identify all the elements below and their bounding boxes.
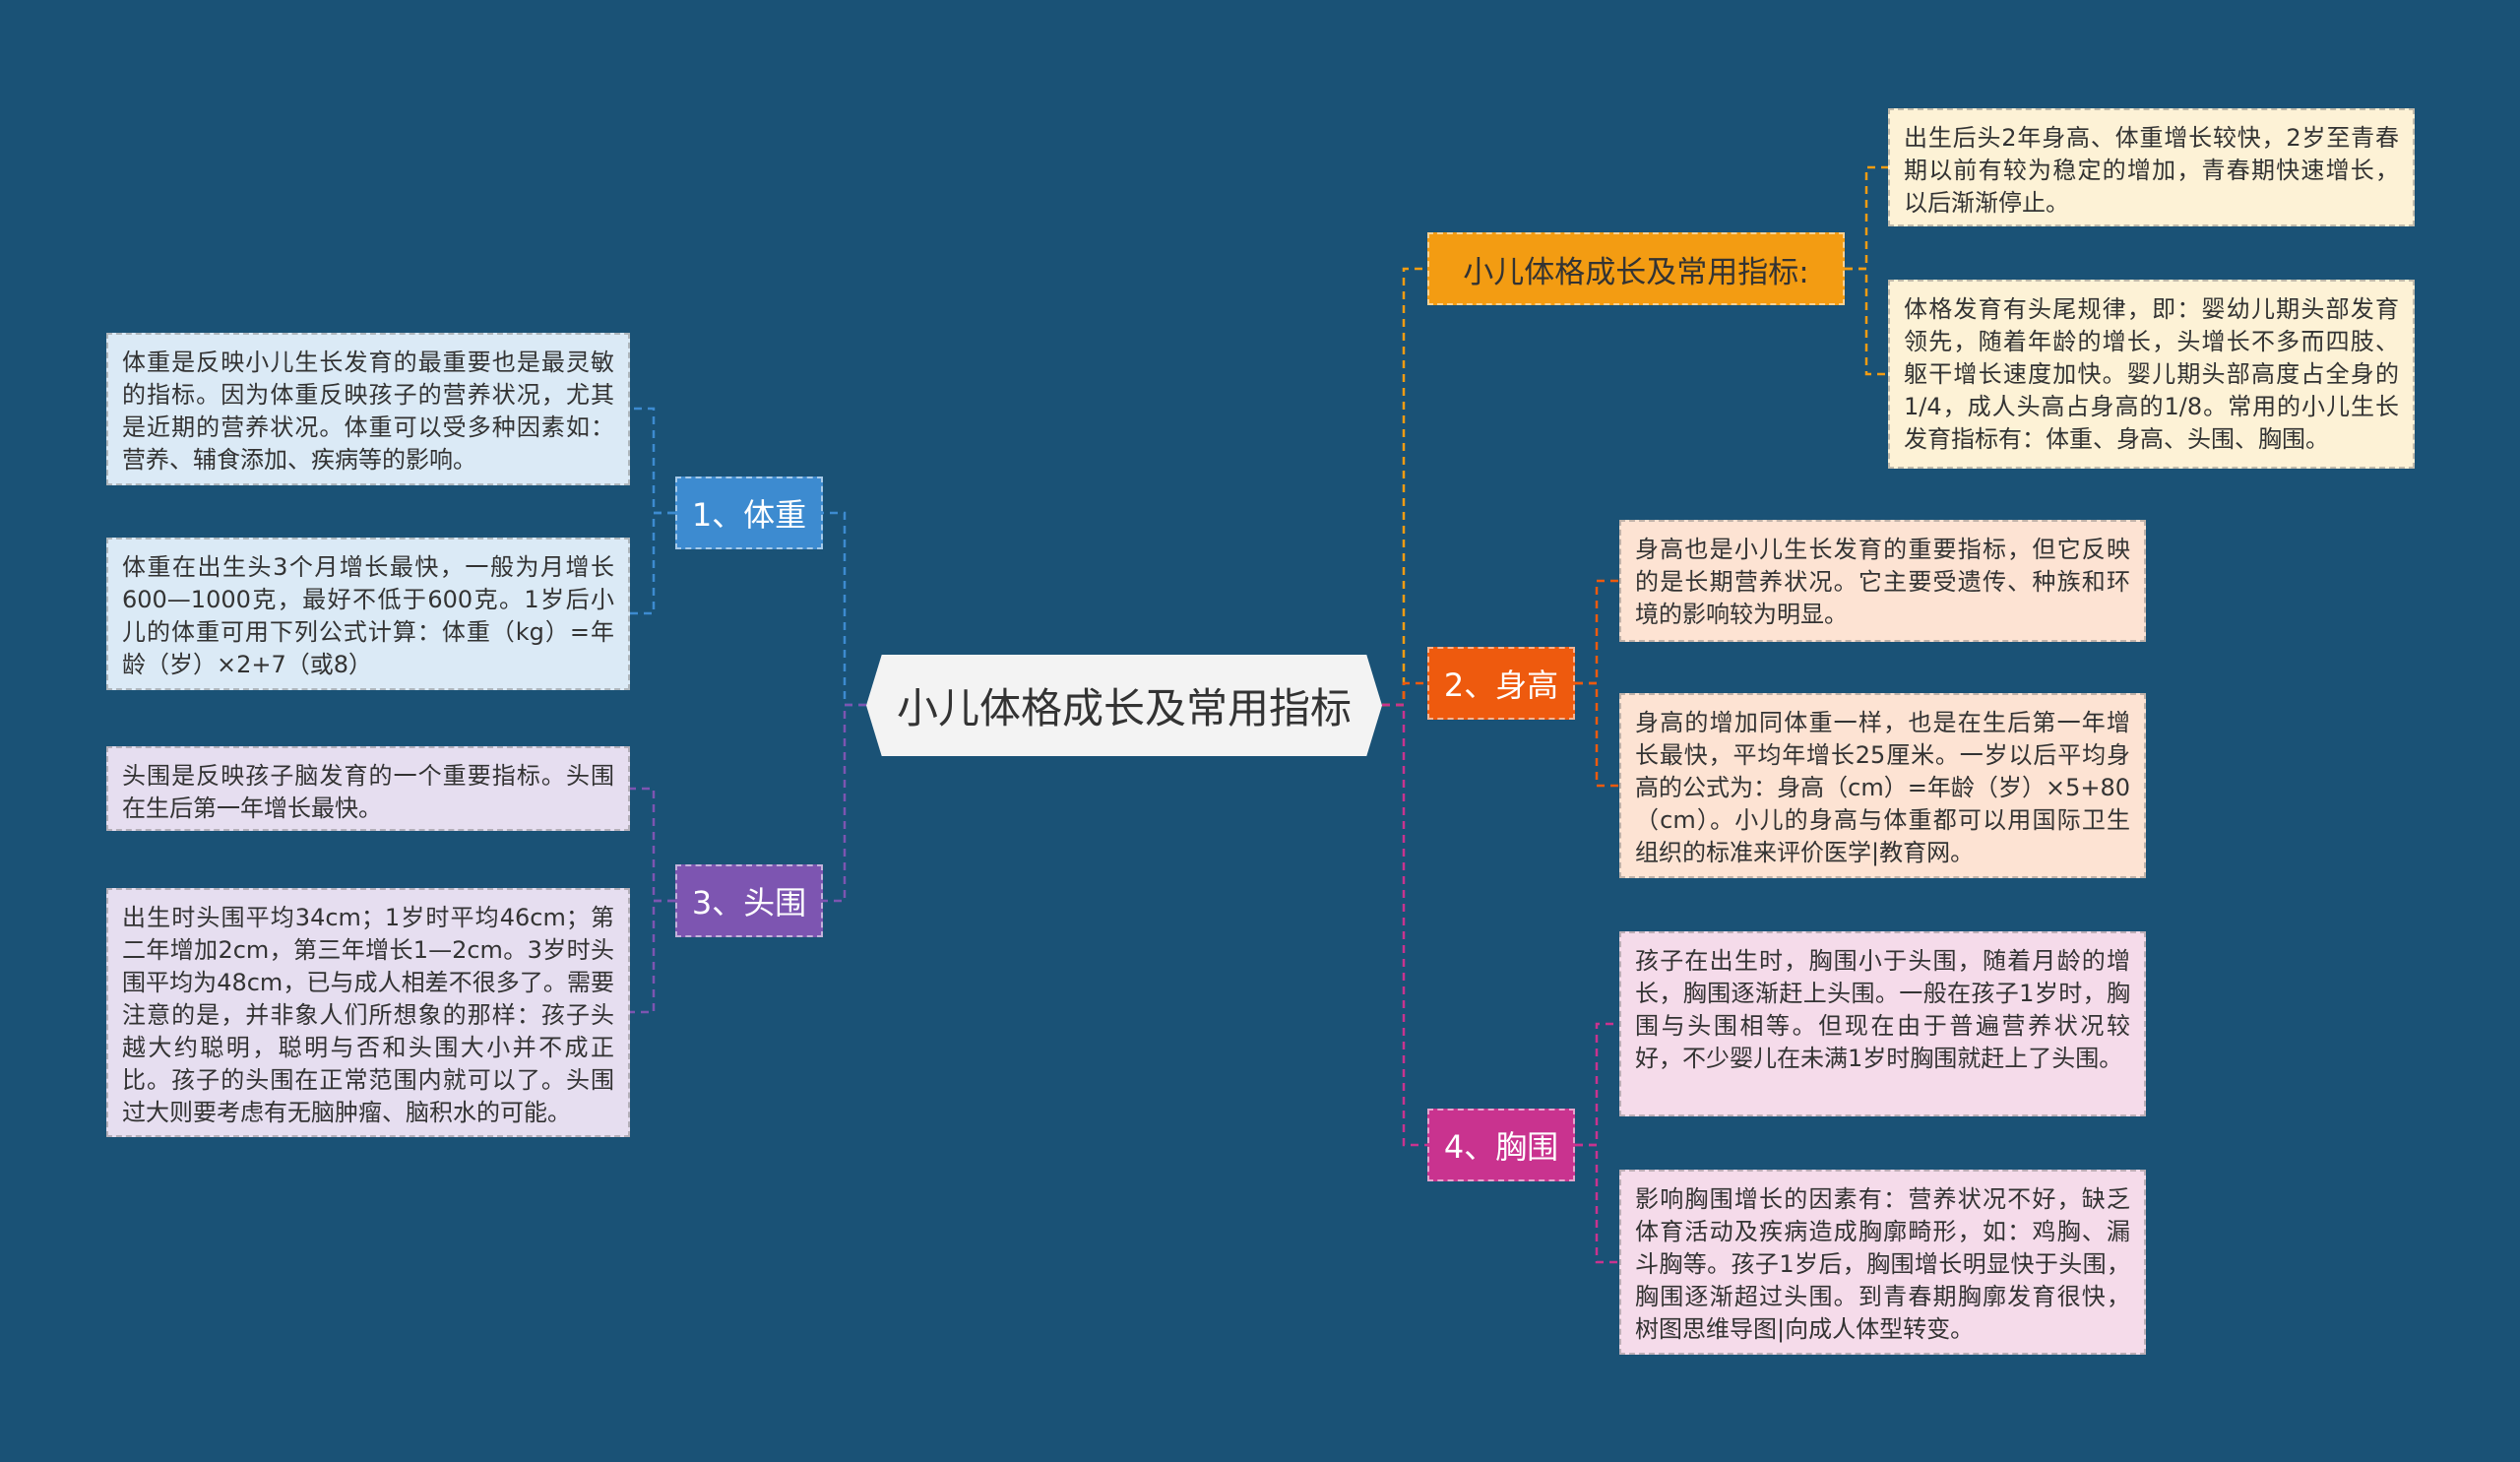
- branch-head[interactable]: 3、头围: [675, 864, 823, 937]
- leaf-height-1[interactable]: 身高也是小儿生长发育的重要指标，但它反映的是长期营养状况。它主要受遗传、种族和环…: [1619, 520, 2146, 642]
- link-growth-leaf1: [1845, 165, 1888, 271]
- leaf-weight-1[interactable]: 体重是反映小儿生长发育的最重要也是最灵敏的指标。因为体重反映孩子的营养状况，尤其…: [106, 333, 630, 485]
- leaf-weight-2[interactable]: 体重在出生头3个月增长最快，一般为月增长600—1000克，最好不低于600克。…: [106, 538, 630, 690]
- link-height-leaf2: [1575, 681, 1619, 788]
- link-center-weight: [823, 511, 866, 707]
- link-height-leaf1: [1575, 579, 1619, 685]
- link-chest-leaf2: [1575, 1143, 1619, 1264]
- leaf-chest-1[interactable]: 孩子在出生时，胸围小于头围，随着月龄的增长，胸围逐渐赶上头围。一般在孩子1岁时，…: [1619, 931, 2146, 1116]
- link-center-growth: [1382, 267, 1427, 707]
- leaf-growth-2[interactable]: 体格发育有头尾规律，即：婴幼儿期头部发育领先，随着年龄的增长，头增长不多而四肢、…: [1888, 280, 2415, 469]
- leaf-height-2[interactable]: 身高的增加同体重一样，也是在生后第一年增长最快，平均年增长25厘米。一岁以后平均…: [1619, 693, 2146, 878]
- branch-chest[interactable]: 4、胸围: [1427, 1109, 1575, 1181]
- link-center-head: [823, 703, 866, 903]
- link-weight-leaf2: [630, 511, 675, 615]
- link-head-leaf2: [630, 899, 675, 1014]
- link-head-leaf1: [630, 787, 675, 903]
- link-chest-leaf1: [1575, 1022, 1619, 1147]
- leaf-growth-1[interactable]: 出生后头2年身高、体重增长较快，2岁至青春期以前有较为稳定的增加，青春期快速增长…: [1888, 108, 2415, 226]
- leaf-head-1[interactable]: 头围是反映孩子脑发育的一个重要指标。头围在生后第一年增长最快。: [106, 746, 630, 831]
- central-topic[interactable]: 小儿体格成长及常用指标: [866, 655, 1382, 756]
- link-center-chest: [1382, 703, 1427, 1147]
- branch-growth-overview[interactable]: 小儿体格成长及常用指标:: [1427, 232, 1845, 305]
- leaf-head-2[interactable]: 出生时头围平均34cm；1岁时平均46cm；第二年增加2cm，第三年增长1—2c…: [106, 888, 630, 1137]
- link-center-height: [1382, 681, 1427, 707]
- branch-weight[interactable]: 1、体重: [675, 477, 823, 549]
- link-weight-leaf1: [630, 407, 675, 515]
- link-growth-leaf2: [1845, 267, 1888, 376]
- branch-height[interactable]: 2、身高: [1427, 647, 1575, 720]
- leaf-chest-2[interactable]: 影响胸围增长的因素有：营养状况不好，缺乏体育活动及疾病造成胸廓畸形，如：鸡胸、漏…: [1619, 1170, 2146, 1355]
